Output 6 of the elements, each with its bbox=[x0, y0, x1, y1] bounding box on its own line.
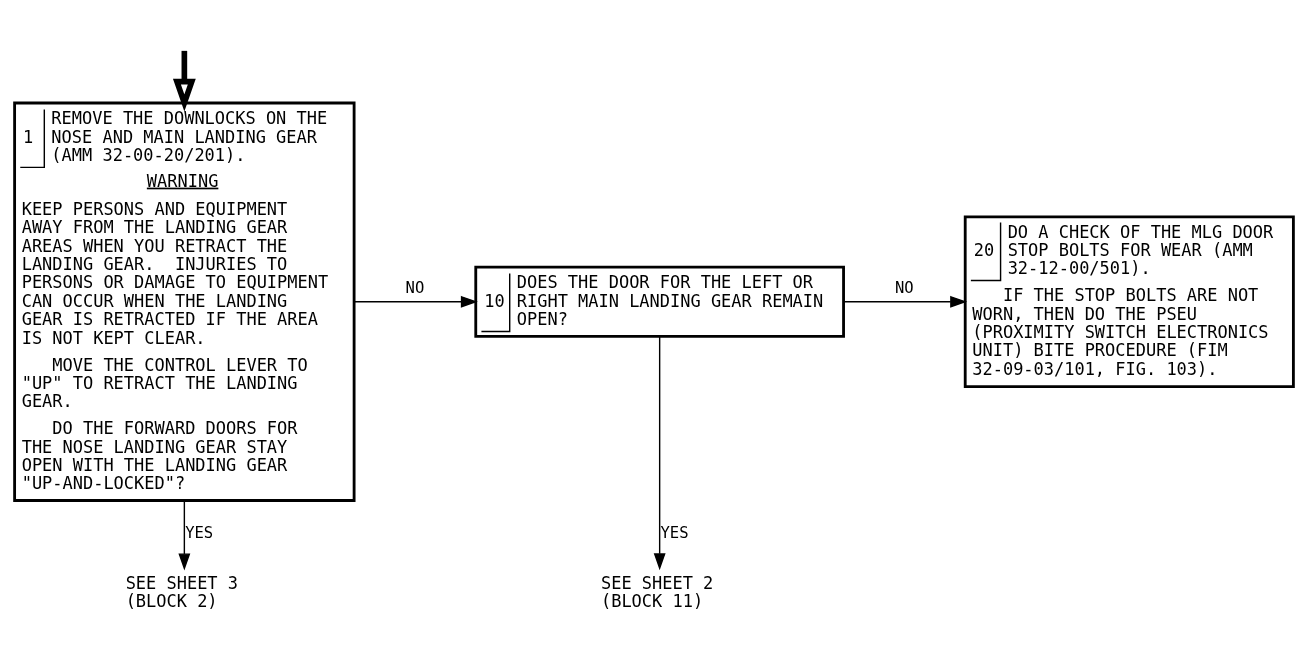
edge-label: YES bbox=[185, 523, 214, 542]
edge-label: YES bbox=[660, 523, 689, 542]
node-text: SEE SHEET 2 (BLOCK 11) bbox=[600, 572, 714, 611]
edge-label: NO bbox=[895, 278, 914, 297]
edge-label: NO bbox=[405, 278, 425, 297]
node-text: SEE SHEET 3 (BLOCK 2) bbox=[125, 572, 239, 611]
